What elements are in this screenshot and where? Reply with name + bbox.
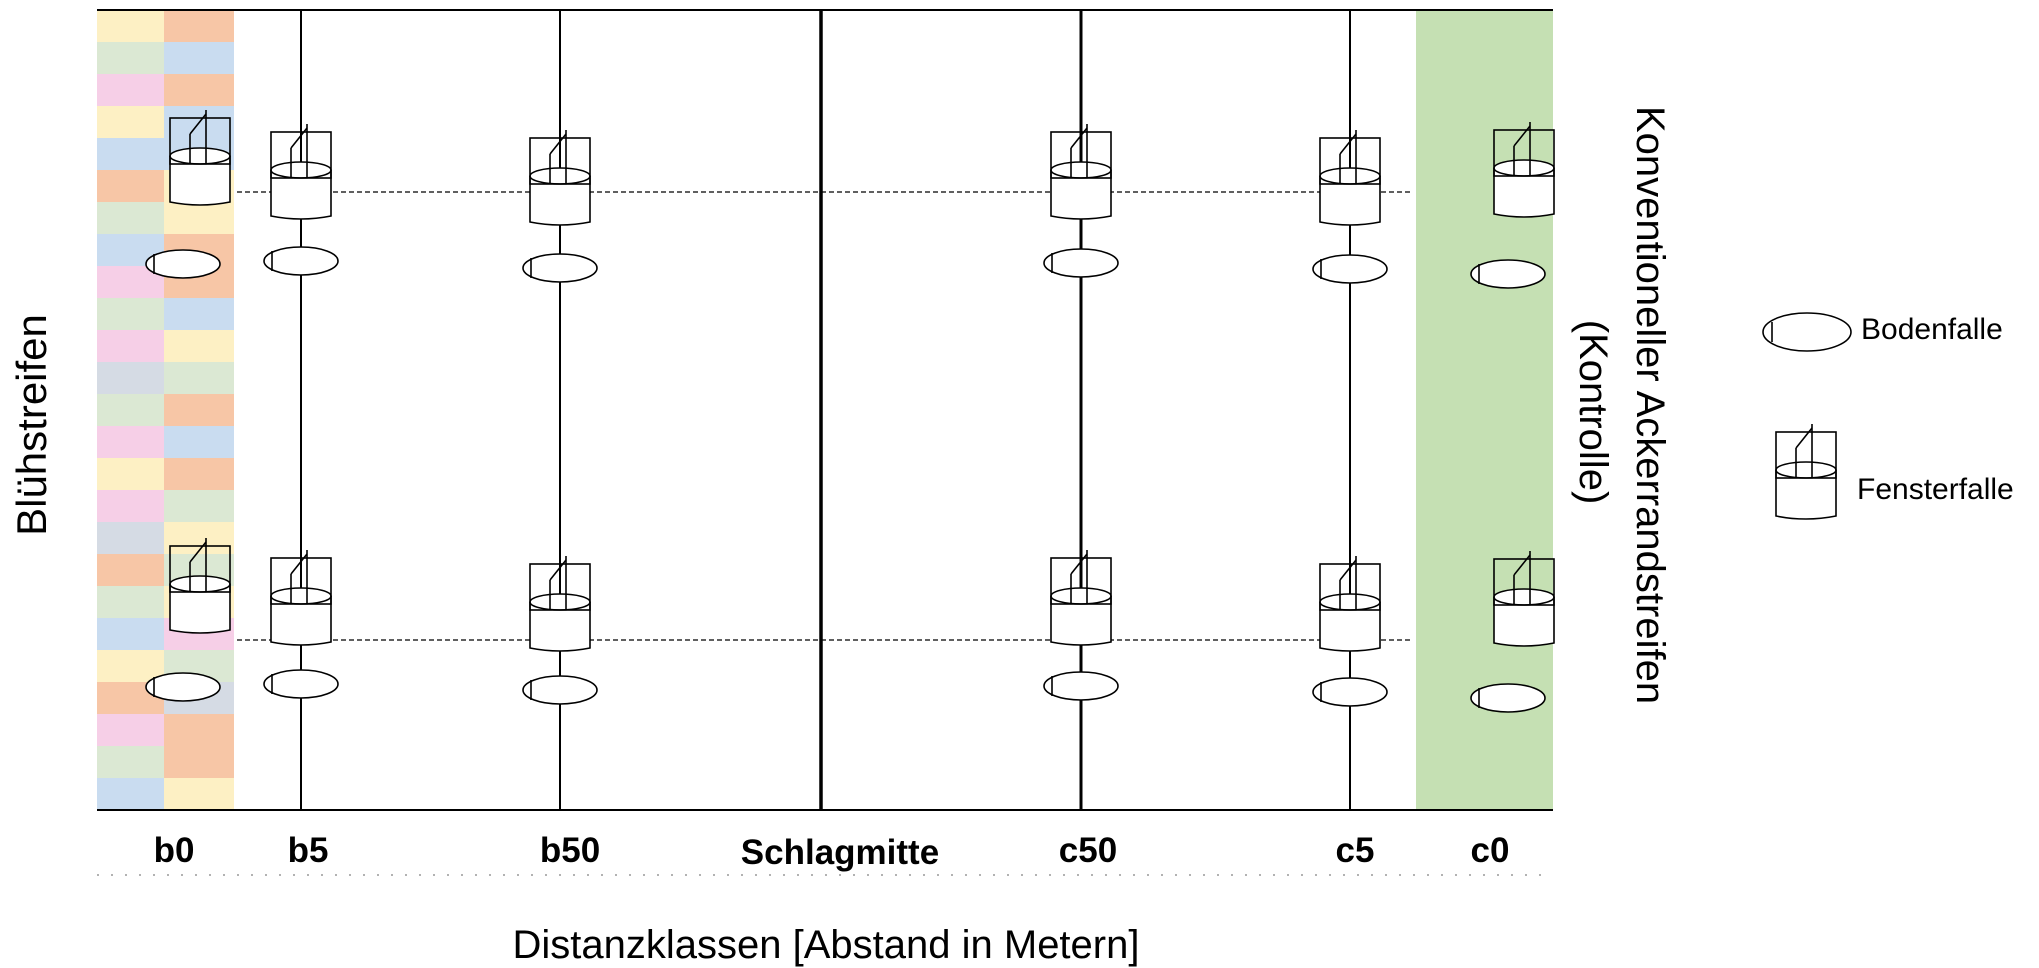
flower-strip-patch bbox=[97, 746, 164, 778]
flower-strip-patch bbox=[97, 74, 164, 106]
pitfall-trap-icon bbox=[263, 246, 339, 276]
pitfall-trap-icon bbox=[522, 253, 598, 283]
transect-lines bbox=[300, 10, 1351, 810]
window-trap-icon bbox=[529, 130, 591, 226]
window-trap-icon bbox=[169, 538, 231, 634]
flower-strip-patch bbox=[164, 202, 234, 234]
flower-strip-patch bbox=[97, 618, 164, 650]
pitfall-trap-icon bbox=[1043, 671, 1119, 701]
window-trap-icon bbox=[1775, 424, 1837, 520]
right-strip-label-line2: (Kontrolle) bbox=[1571, 320, 1615, 505]
flower-strip-patch bbox=[164, 714, 234, 746]
pitfall-trap-icon bbox=[263, 669, 339, 699]
flower-strip-patch bbox=[97, 170, 164, 202]
flower-strip-patch bbox=[97, 106, 164, 138]
pitfall-trap-icon bbox=[522, 675, 598, 705]
window-trap-icon bbox=[529, 556, 591, 652]
window-trap-icon bbox=[270, 550, 332, 646]
flower-strip-patch bbox=[97, 490, 164, 522]
flower-strip-patch bbox=[97, 138, 164, 170]
flower-strip-patch bbox=[164, 330, 234, 362]
pitfall-trap-icon bbox=[145, 672, 221, 702]
window-trap-icon bbox=[1493, 551, 1555, 647]
flower-strip-patch bbox=[164, 74, 234, 106]
window-trap-icon bbox=[1493, 122, 1555, 218]
distance-label-b5: b5 bbox=[288, 831, 329, 870]
distance-label-c5: c5 bbox=[1336, 831, 1375, 870]
flower-strip-patch bbox=[164, 362, 234, 394]
flower-strip-patch bbox=[97, 426, 164, 458]
pitfall-trap-icon bbox=[1470, 259, 1546, 289]
flower-strip-patch bbox=[164, 426, 234, 458]
flower-strip-patch bbox=[164, 458, 234, 490]
window-trap-icon bbox=[1775, 424, 1837, 520]
pitfall-trap-icon bbox=[1312, 254, 1388, 284]
window-trap-icon bbox=[1319, 130, 1381, 226]
distance-label-b0: b0 bbox=[154, 831, 195, 870]
window-trap-icon bbox=[1050, 124, 1112, 220]
flower-strip-patch bbox=[97, 522, 164, 554]
flower-strip-patch bbox=[97, 394, 164, 426]
flower-strip-patch bbox=[164, 522, 234, 554]
flower-strip-patch bbox=[97, 362, 164, 394]
flower-strip-patch bbox=[164, 778, 234, 810]
flower-strip-patch bbox=[97, 650, 164, 682]
flower-strip-patch bbox=[97, 298, 164, 330]
flower-strip-patch bbox=[97, 330, 164, 362]
flower-strip-patch bbox=[97, 42, 164, 74]
flower-strip-patch bbox=[164, 10, 234, 42]
right-strip-label-line1: Konventioneller Ackerrandstreifen bbox=[1628, 106, 1672, 704]
flower-strip-patch bbox=[164, 394, 234, 426]
flower-strip-patch bbox=[97, 586, 164, 618]
distance-label-c0: c0 bbox=[1471, 831, 1510, 870]
flower-strip-patch bbox=[164, 746, 234, 778]
distance-class-labels: b0 b5 b50 Schlagmitte c50 c5 c0 bbox=[154, 831, 1510, 872]
traps bbox=[145, 110, 1555, 713]
flower-strip-patch bbox=[97, 778, 164, 810]
window-trap-icon bbox=[1319, 556, 1381, 652]
flower-strip-patch bbox=[97, 458, 164, 490]
flower-strip-patch bbox=[164, 490, 234, 522]
window-trap-icon bbox=[1050, 550, 1112, 646]
left-strip-label: Blühstreifen bbox=[8, 314, 55, 536]
flower-strip-patch bbox=[97, 10, 164, 42]
distance-label-c50: c50 bbox=[1059, 831, 1117, 870]
distance-label-schlagmitte: Schlagmitte bbox=[741, 833, 939, 872]
flower-strip-patch bbox=[164, 298, 234, 330]
distance-label-b50: b50 bbox=[540, 831, 600, 870]
flower-strip-patch bbox=[164, 42, 234, 74]
pitfall-trap-icon bbox=[1043, 248, 1119, 278]
flower-strip-patch bbox=[97, 202, 164, 234]
pitfall-trap-icon bbox=[1312, 677, 1388, 707]
window-trap-icon bbox=[169, 110, 231, 206]
pitfall-trap-icon bbox=[1762, 312, 1852, 352]
x-axis-title: Distanzklassen [Abstand in Metern] bbox=[513, 923, 1140, 967]
flower-strip-patch bbox=[97, 554, 164, 586]
pitfall-trap-icon bbox=[145, 249, 221, 279]
legend-label-pitfall: Bodenfalle bbox=[1861, 313, 2003, 346]
window-trap-icon bbox=[270, 124, 332, 220]
legend: Bodenfalle Fensterfalle bbox=[1762, 312, 2014, 520]
pitfall-trap-icon bbox=[1470, 683, 1546, 713]
flower-strip-patch bbox=[97, 714, 164, 746]
legend-label-window: Fensterfalle bbox=[1857, 473, 2014, 506]
